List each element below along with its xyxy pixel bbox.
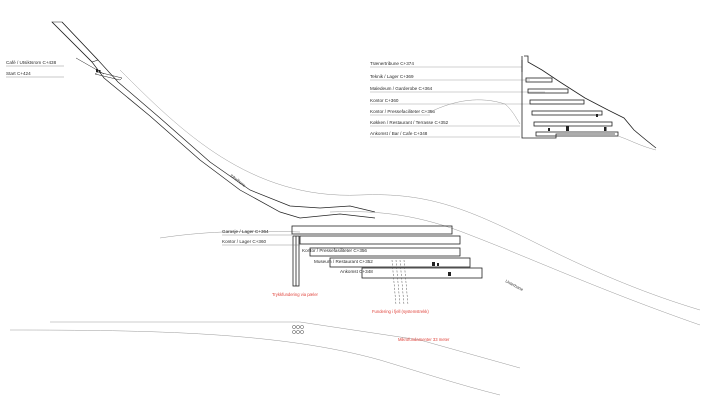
detail-label-trainer: Trænertribune C+374 [370, 61, 414, 66]
detail-label-ankomst: Ankomst / Bar / Cafe C+348 [370, 131, 428, 136]
label-garage: Garasje / Lager C+364 [222, 229, 269, 234]
detail-label-kontor: Kontor C+360 [370, 98, 399, 103]
detail-section: Trænertribune C+374 Teknik / Lager C+369… [370, 55, 657, 151]
landing-hill-lines [9, 69, 701, 396]
building-level-garage [291, 225, 453, 235]
building-level-museum [329, 257, 471, 268]
foundation-dashes [391, 259, 409, 306]
inrun-deck [94, 71, 123, 81]
label-kontor: Kontor / Lager C+360 [222, 239, 266, 244]
label-ankomst: Ankomst C+348 [340, 269, 373, 274]
inrun-lower-edge [51, 21, 376, 219]
building-volumes [291, 225, 483, 287]
detail-label-kokken: Køkken / Restaurant / Terrasse C+352 [370, 120, 449, 125]
inrun-upper-edge [61, 21, 376, 213]
main-section-labels: Café / Utsiktsrom C+438 Start C+424 Gara… [6, 60, 525, 292]
jump-top-cap [51, 21, 99, 63]
label-inrun-bottom: Unterbane [505, 278, 525, 292]
detail-leader-lines [370, 66, 560, 138]
label-museum: Museum / Restaurant C+352 [314, 259, 373, 264]
detail-label-presse: Kontor / Pressefaciliteter C+356 [370, 109, 435, 114]
building-level-press [309, 247, 461, 257]
building-level-arrival [361, 267, 483, 279]
ski-jump-main-section [51, 21, 376, 219]
micro-foundations [292, 325, 304, 334]
annotation-foundation-mid: Fundering i fjell (systemstrekk) [372, 309, 429, 314]
detail-building [521, 55, 657, 149]
detail-terrain [429, 99, 657, 151]
detail-label-teknik: Teknik / Lager C+369 [370, 74, 414, 79]
annotation-foundation-bottom: Mikrofundamenter 33 meter [398, 337, 450, 342]
detail-label-maledeum: Maledeum / Garderobe C+364 [370, 86, 433, 91]
label-presse: Kontor / Pressefasiliteter C+356 [302, 248, 367, 253]
detail-figures [548, 114, 607, 131]
building-level-office [299, 235, 461, 245]
label-cafe: Café / Utsiktsrom C+438 [6, 60, 57, 65]
annotation-foundation-left: Trykkfundering via pæler [272, 292, 319, 297]
detail-labels: Trænertribune C+374 Teknik / Lager C+369… [370, 61, 449, 136]
red-annotations: Trykkfundering via pæler Fundering i fje… [272, 292, 450, 342]
label-start: Start C+424 [6, 71, 31, 76]
label-inrun-top: Inkelbane [229, 173, 247, 189]
people-figures [96, 69, 451, 276]
